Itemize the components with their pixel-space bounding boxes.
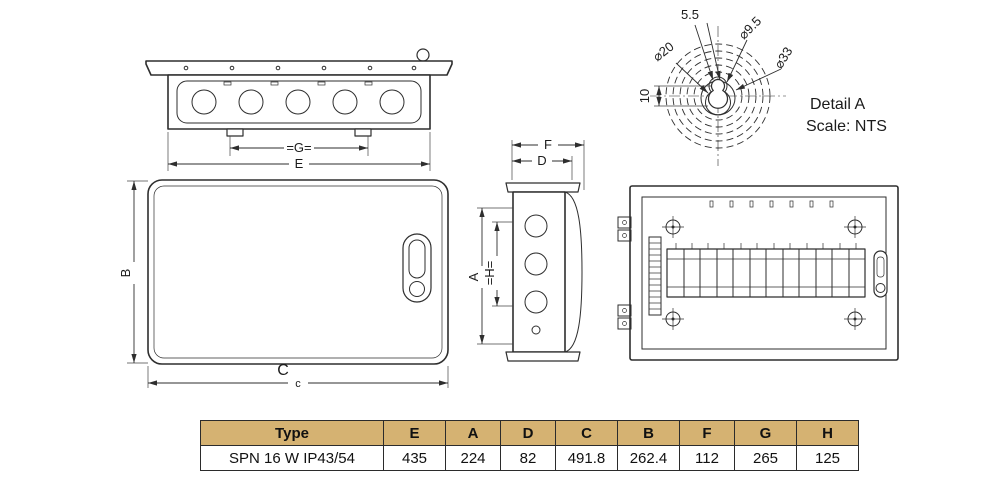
- side-view: F D A =H=: [466, 137, 585, 362]
- foot-left: [226, 128, 244, 137]
- side-body: [512, 191, 566, 353]
- hinge-top: [617, 216, 632, 242]
- corner-screws: [662, 216, 866, 330]
- dim-label-f: F: [544, 137, 552, 152]
- dimension-g: =G=: [229, 136, 369, 156]
- rear-handle-slot: [873, 250, 888, 298]
- terminal-strip: [648, 236, 662, 316]
- detail-title: Detail A: [810, 96, 865, 113]
- dimension-f: F: [511, 137, 585, 190]
- detail-label-10: 10: [637, 89, 652, 103]
- col-header-g: G: [734, 420, 797, 446]
- detail-a-view: 5.5 ⌀9.5 ⌀20 ⌀33 10 Detail A Scale: NTS: [637, 7, 887, 166]
- front-view: B C c: [118, 179, 449, 390]
- col-header-d: D: [500, 420, 556, 446]
- top-view: =G= E: [145, 48, 453, 171]
- col-header-f: F: [679, 420, 735, 446]
- cell-a: 224: [445, 445, 501, 471]
- side-knockouts: [524, 214, 548, 335]
- top-body-inner: [176, 80, 422, 124]
- cell-type: SPN 16 W IP43/54: [200, 445, 384, 471]
- dim-label-h: =H=: [482, 261, 497, 286]
- detail-dim-9-5: ⌀9.5: [726, 13, 764, 83]
- cell-f: 112: [679, 445, 735, 471]
- cell-e: 435: [383, 445, 446, 471]
- front-door: [147, 179, 449, 365]
- detail-dim-10: 10: [637, 85, 711, 107]
- dimension-c: C c: [147, 362, 449, 390]
- dimension-e: E: [167, 132, 431, 171]
- hinge-bottom: [617, 304, 632, 330]
- table-value-row: SPN 16 W IP43/54 435 224 82 491.8 262.4 …: [200, 445, 859, 471]
- flange-screws: [183, 65, 417, 71]
- side-bottom-cap: [505, 351, 581, 362]
- dimension-a: A: [466, 207, 513, 345]
- mounting-knob: [416, 48, 430, 62]
- side-door-curve: [564, 191, 583, 353]
- clip-marks: [223, 81, 373, 86]
- col-header-e: E: [383, 420, 446, 446]
- table-header-row: Type E A D C B F G H: [200, 420, 859, 446]
- rear-view: [617, 185, 899, 361]
- dim-label-a: A: [466, 272, 481, 281]
- detail-dim-5-5: 5.5: [681, 7, 721, 81]
- detail-dim-20: ⌀20: [650, 39, 709, 94]
- col-header-a: A: [445, 420, 501, 446]
- dim-label-c-small: c: [295, 378, 301, 390]
- detail-dim-33: ⌀33: [735, 44, 796, 91]
- dimension-b: B: [118, 180, 148, 364]
- drawing-canvas: =G= E B C: [118, 7, 899, 390]
- cell-c: 491.8: [555, 445, 618, 471]
- front-door-inner: [153, 185, 443, 359]
- dim-label-b: B: [118, 269, 133, 278]
- dim-label-e: E: [295, 156, 304, 171]
- side-top-cap: [505, 182, 581, 193]
- detail-label-5-5: 5.5: [681, 7, 699, 22]
- top-flange: [145, 60, 453, 76]
- cell-g: 265: [734, 445, 797, 471]
- dim-label-c: C: [277, 362, 289, 379]
- col-header-type: Type: [200, 420, 384, 446]
- keyhole-cutout: [705, 76, 731, 116]
- dimension-table: Type E A D C B F G H SPN 16 W IP43/54 43…: [200, 420, 859, 471]
- din-rail-modules: [666, 243, 866, 298]
- col-header-b: B: [617, 420, 680, 446]
- dim-label-g: =G=: [286, 140, 311, 155]
- col-header-h: H: [796, 420, 859, 446]
- vent-slots: [709, 200, 834, 208]
- cell-b: 262.4: [617, 445, 680, 471]
- top-body: [167, 74, 431, 130]
- detail-label-33: ⌀33: [771, 44, 796, 71]
- cell-d: 82: [500, 445, 556, 471]
- dim-label-d: D: [537, 153, 546, 168]
- cell-h: 125: [796, 445, 859, 471]
- dimension-h: =H=: [482, 221, 513, 307]
- detail-label-20: ⌀20: [650, 39, 677, 65]
- col-header-c: C: [555, 420, 618, 446]
- door-handle: [402, 233, 432, 303]
- knockout-holes: [191, 89, 405, 115]
- detail-scale: Scale: NTS: [806, 118, 887, 135]
- dimension-d: D: [512, 153, 573, 180]
- foot-right: [354, 128, 372, 137]
- detail-label-9-5: ⌀9.5: [735, 13, 764, 42]
